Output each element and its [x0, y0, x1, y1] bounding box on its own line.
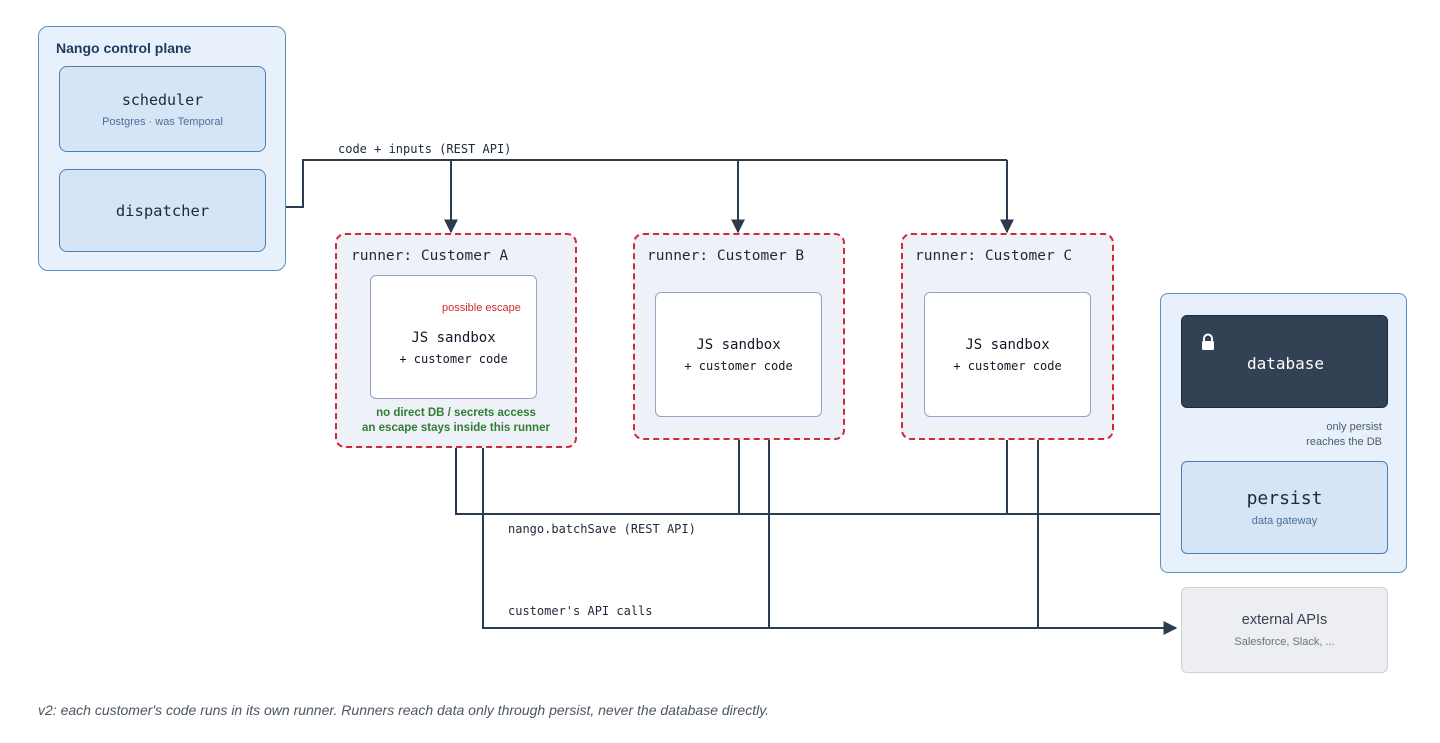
scheduler-name: scheduler: [121, 90, 204, 109]
database-box: database: [1181, 315, 1388, 408]
runner-customer-a-title: runner: Customer A: [351, 248, 509, 264]
lock-icon: [1202, 333, 1214, 350]
isolation-note-line: no direct DB / secrets access: [376, 407, 536, 419]
sandbox-subtitle: + customer code: [399, 352, 508, 366]
runner-customer-c-sandbox: JS sandbox + customer code: [924, 292, 1091, 417]
sandbox-title: JS sandbox: [965, 336, 1050, 353]
runner-a-isolation-note: no direct DB / secrets access an escape …: [336, 406, 576, 436]
diagram-caption: v2: each customer's code runs in its own…: [38, 702, 770, 718]
api-calls-edge-label: customer's API calls: [508, 604, 653, 618]
dispatcher-box: dispatcher: [59, 169, 266, 252]
database-note-line: reaches the DB: [1306, 436, 1382, 448]
persist-box: persist data gateway: [1181, 461, 1388, 554]
database-access-note: only persist reaches the DB: [1306, 420, 1382, 450]
isolation-note-line: an escape stays inside this runner: [362, 422, 550, 434]
runner-customer-c-title: runner: Customer C: [915, 248, 1073, 264]
dispatcher-name: dispatcher: [115, 201, 210, 220]
external-apis-subtitle: Salesforce, Slack, ...: [1234, 636, 1335, 648]
runner-customer-a-sandbox: JS sandbox + customer code: [370, 275, 537, 399]
dispatch-edge-label: code + inputs (REST API): [338, 142, 512, 156]
escape-label: possible escape: [442, 302, 521, 314]
sandbox-subtitle: + customer code: [953, 358, 1062, 373]
external-apis-name: external APIs: [1241, 612, 1328, 628]
persist-name: persist: [1246, 488, 1323, 509]
batchsave-line: [455, 448, 1182, 521]
dispatch-bus-line: [266, 159, 1007, 208]
sandbox-subtitle: + customer code: [684, 358, 793, 373]
database-note-line: only persist: [1326, 421, 1382, 433]
control-plane-title: Nango control plane: [56, 40, 192, 56]
scheduler-subtitle: Postgres · was Temporal: [102, 115, 223, 128]
sandbox-title: JS sandbox: [696, 336, 781, 353]
scheduler-box: scheduler Postgres · was Temporal: [59, 66, 266, 152]
api-calls-line: [482, 448, 1178, 635]
batchsave-edge-label: nango.batchSave (REST API): [508, 522, 696, 536]
persist-subtitle: data gateway: [1251, 515, 1318, 527]
external-apis-box: external APIs Salesforce, Slack, ...: [1181, 587, 1388, 673]
runner-customer-b-sandbox: JS sandbox + customer code: [655, 292, 822, 417]
runner-customer-b-title: runner: Customer B: [647, 248, 805, 264]
sandbox-title: JS sandbox: [411, 330, 496, 346]
database-name: database: [1246, 354, 1325, 373]
